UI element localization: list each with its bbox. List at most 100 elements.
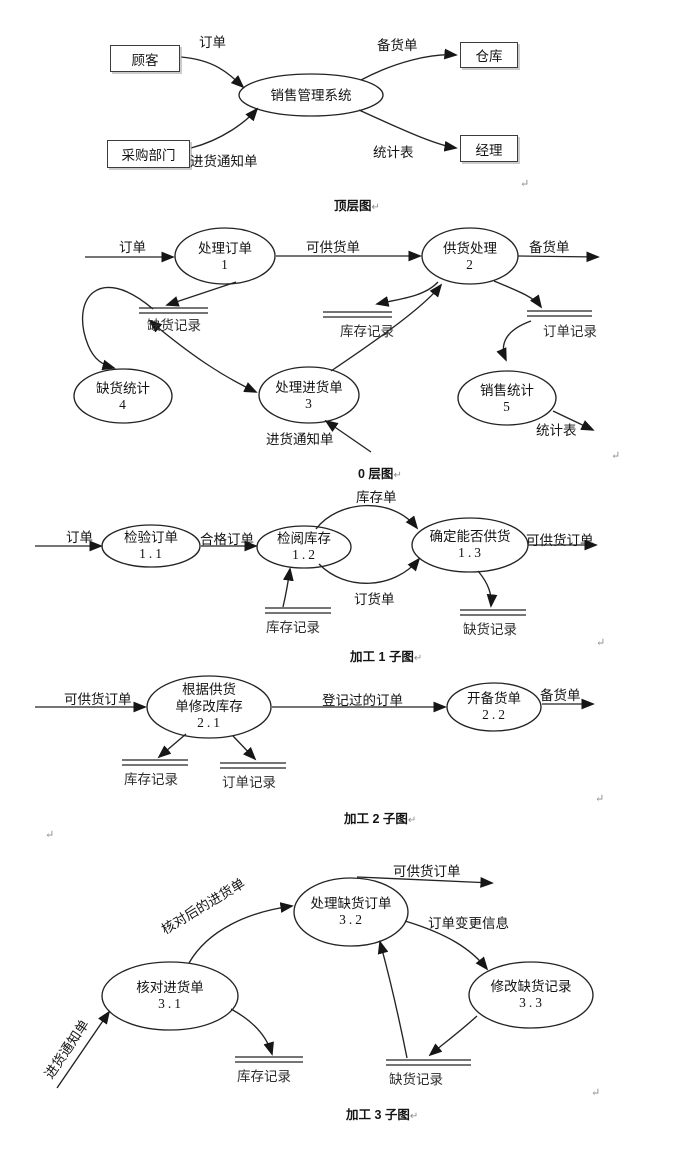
sub1-flow-inventory-list-label: 库存单 (356, 490, 397, 505)
system-process-ellipse (238, 73, 384, 117)
caption-sub1-diagram: 加工 1 子图↵ (350, 646, 422, 665)
process-22-ellipse (446, 682, 542, 732)
sub3-p31-to-inventory-arrow (230, 1008, 274, 1056)
process-2-name: 供货处理 (443, 240, 497, 256)
process-5-number: 5 (503, 399, 513, 414)
flow-purchase-notice-top-label: 进货通知单 (190, 154, 258, 169)
flow-available-list-label: 可供货单 (306, 240, 360, 255)
process-5-ellipse (457, 370, 557, 426)
sub2-store-order-label: 订单记录 (222, 775, 276, 790)
entity-manager-label: 经理 (475, 142, 503, 158)
flow-stock-list-out-label: 备货单 (529, 240, 570, 255)
paragraph-mark: ↵ (45, 829, 55, 841)
caption-level0-diagram: 0 层图↵ (358, 463, 402, 482)
sub1-inventory-list-arrow (315, 504, 419, 530)
process-32-number: 3.2 (339, 912, 365, 927)
sub1-flow-valid-order-label: 合格订单 (200, 532, 254, 547)
sub2-flow-registered-order-label: 登记过的订单 (322, 693, 403, 708)
paragraph-mark: ↵ (596, 637, 606, 649)
sub2-flow-available-order-label: 可供货订单 (64, 692, 132, 707)
paragraph-mark: ↵ (520, 178, 530, 190)
caption-sub3-diagram: 加工 3 子图↵ (346, 1104, 418, 1123)
sub3-store-inventory-label: 库存记录 (237, 1069, 291, 1084)
process-33-name: 修改缺货记录 (490, 978, 572, 994)
process-11-number: 1.1 (139, 546, 165, 561)
process-13-number: 1.3 (458, 545, 484, 560)
entity-purchasing: 采购部门 (107, 140, 190, 168)
sub1-flow-order-form-label: 订货单 (354, 592, 395, 607)
shortage-store-p3-double-arrow (148, 319, 258, 393)
process-3-ellipse (258, 366, 360, 424)
purchase-notice-to-p3-arrow (324, 419, 372, 453)
flow-stock-list-top-label: 备货单 (377, 38, 418, 53)
entity-customer-label: 顾客 (131, 52, 159, 68)
sub2-flow-stock-list-label: 备货单 (540, 688, 581, 703)
sub2-p21-to-inventory-arrow (157, 733, 187, 759)
paragraph-mark: ↵ (371, 202, 380, 213)
process-2-ellipse (421, 227, 519, 285)
sub3-purchase-notice-in-arrow (56, 1010, 111, 1089)
entity-manager: 经理 (460, 135, 518, 162)
process-3-name: 处理进货单 (275, 379, 343, 395)
sub1-order-form-arrow (318, 557, 421, 584)
entity-customer: 顾客 (110, 45, 180, 72)
process-33-number: 3.3 (519, 995, 545, 1010)
process-22-number: 2.2 (482, 707, 508, 722)
store-inventory-label: 库存记录 (340, 324, 394, 339)
sub1-p13-to-shortage-arrow (477, 570, 498, 608)
process-5-name: 销售统计 (480, 382, 534, 398)
p2-to-order-store-arrow (493, 280, 543, 309)
caption-top-diagram: 顶层图↵ (334, 195, 380, 214)
sub3-flow-order-change-label: 订单变更信息 (428, 916, 509, 931)
flow-stock-list-top-arrow (360, 48, 458, 81)
flow-stock-list-out-arrow (517, 251, 600, 263)
store-shortage-label: 缺货记录 (147, 318, 201, 333)
process-32-name: 处理缺货订单 (310, 895, 392, 911)
caption-sub1-text: 加工 1 子图 (350, 650, 414, 664)
process-21-ellipse (146, 675, 272, 739)
process-system-label: 销售管理系统 (270, 87, 352, 103)
caption-sub2-diagram: 加工 2 子图↵ (344, 808, 416, 827)
process-21-name-line1: 根据供货 (182, 682, 236, 698)
sub3-flow-available-order-label: 可供货订单 (393, 864, 461, 879)
sub3-store-shortage-label: 缺货记录 (389, 1072, 443, 1087)
process-12-number: 1.2 (292, 547, 318, 562)
flow-order-top-label: 订单 (199, 35, 226, 50)
flow-order-in-label: 订单 (119, 240, 146, 255)
process-33-ellipse (468, 961, 594, 1029)
store-order-label: 订单记录 (543, 324, 597, 339)
entity-warehouse: 仓库 (460, 42, 518, 68)
order-store-to-p5-arrow (496, 320, 532, 362)
process-31-number: 3.1 (158, 996, 184, 1011)
sub1-flow-order-label: 订单 (66, 530, 93, 545)
process-2-number: 2 (466, 257, 476, 272)
paragraph-mark: ↵ (393, 470, 402, 481)
sub2-store-inventory-label: 库存记录 (124, 772, 178, 787)
process-12-name: 检阅库存 (277, 530, 331, 546)
sub1-store-inventory-label: 库存记录 (266, 620, 320, 635)
paragraph-mark: ↵ (413, 653, 423, 664)
process-13-name: 确定能否供货 (429, 528, 511, 544)
sub3-shortage-to-p32-arrow (377, 940, 408, 1059)
process-1-name: 处理订单 (198, 240, 252, 256)
process-4-name: 缺货统计 (96, 380, 150, 396)
paragraph-mark: ↵ (407, 815, 417, 826)
entity-purchasing-label: 采购部门 (121, 148, 176, 163)
process-1-number: 1 (221, 257, 231, 272)
p1-to-shortage-store-arrow (165, 281, 237, 307)
flow-order-top-arrow (180, 56, 245, 89)
caption-sub2-text: 加工 2 子图 (344, 812, 408, 826)
sub3-order-change-arrow (404, 920, 489, 971)
sub1-flow-available-order-label: 可供货订单 (526, 533, 594, 548)
flow-stats-table-top-arrow (358, 109, 458, 152)
process-4-ellipse (73, 368, 173, 424)
paragraph-mark: ↵ (611, 450, 621, 462)
